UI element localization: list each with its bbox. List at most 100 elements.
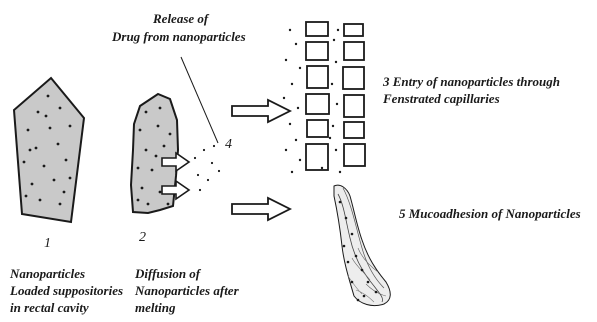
nanoparticle-dot xyxy=(69,125,72,128)
nanoparticle-dot xyxy=(345,217,348,220)
nanoparticle-dot xyxy=(163,145,166,148)
nanoparticle-dot xyxy=(291,83,293,85)
nanoparticle-dot xyxy=(297,107,299,109)
nanoparticle-dot xyxy=(167,203,170,206)
release-label-line2: Drug from nanoparticles xyxy=(112,29,246,45)
nanoparticle-dot xyxy=(299,159,301,161)
nanoparticle-dot xyxy=(332,125,334,127)
nanoparticle-dot xyxy=(27,129,30,132)
nanoparticle-dot xyxy=(329,137,331,139)
nanoparticle-dot xyxy=(213,145,215,147)
nanoparticle-dot xyxy=(343,245,346,248)
nanoparticle-dot xyxy=(199,189,201,191)
nanoparticle-dot xyxy=(169,133,172,136)
step1-label-line1: Nanoparticles xyxy=(10,266,85,282)
fenestrated-capillary-right xyxy=(343,24,365,166)
nanoparticle-dot xyxy=(357,299,360,302)
nanoparticle-dot xyxy=(283,97,285,99)
fenestrated-capillary-left xyxy=(306,22,329,170)
step5-label: 5 Mucoadhesion of Nanoparticles xyxy=(399,206,581,222)
step1-number: 1 xyxy=(44,236,51,252)
suppository-melting-shape xyxy=(131,94,178,213)
release-pointer-line xyxy=(181,57,218,143)
release-label-line1: Release of xyxy=(153,11,208,27)
arrow-to-capillaries xyxy=(232,100,290,122)
nanoparticle-dot xyxy=(197,174,199,176)
step1-label-line3: in rectal cavity xyxy=(10,300,89,316)
nanoparticle-dot xyxy=(337,29,339,31)
nanoparticle-dot xyxy=(37,111,40,114)
nanoparticle-dot xyxy=(59,203,62,206)
nanoparticle-dot xyxy=(29,149,32,152)
released-nanoparticles xyxy=(194,145,220,191)
nanoparticle-dot xyxy=(291,171,293,173)
nanoparticle-dot xyxy=(333,39,335,41)
suppository-intact xyxy=(14,78,84,222)
step3-label-line2: Fenstrated capillaries xyxy=(383,91,500,107)
nanoparticle-dot xyxy=(23,161,26,164)
nanoparticle-dot xyxy=(335,149,337,151)
nanoparticle-dot xyxy=(141,187,144,190)
nanoparticle-dot xyxy=(43,165,46,168)
nanoparticle-dot xyxy=(351,281,354,284)
nanoparticle-dot xyxy=(63,191,66,194)
nanoparticle-dot xyxy=(336,103,338,105)
nanoparticle-dot xyxy=(31,183,34,186)
nanoparticle-dot xyxy=(363,295,366,298)
nanoparticle-dot xyxy=(367,281,370,284)
nanoparticle-dot xyxy=(339,201,342,204)
nanoparticle-dot xyxy=(321,167,323,169)
nanoparticle-dot xyxy=(39,199,42,202)
nanoparticle-dot xyxy=(45,115,48,118)
mucosa-tissue xyxy=(334,185,390,305)
nanoparticle-dot xyxy=(347,261,350,264)
nanoparticle-dot xyxy=(295,43,297,45)
nanoparticle-dot xyxy=(351,233,354,236)
nanoparticle-dot xyxy=(203,149,205,151)
arrow-to-mucosa xyxy=(232,198,290,220)
nanoparticle-dot xyxy=(299,67,301,69)
nanoparticle-dot xyxy=(139,129,142,132)
step2-label-line3: melting xyxy=(135,300,175,316)
nanoparticle-dot xyxy=(151,169,154,172)
suppository-melting xyxy=(131,94,189,213)
nanoparticle-dot xyxy=(285,59,287,61)
nanoparticle-dot xyxy=(69,177,72,180)
nanoparticle-dot xyxy=(289,29,291,31)
nanoparticle-dot xyxy=(157,125,160,128)
nanoparticle-dot xyxy=(155,155,158,158)
nanoparticle-dot xyxy=(207,179,209,181)
nanoparticle-dot xyxy=(137,167,140,170)
nanoparticle-dot xyxy=(145,111,148,114)
step2-label-line1: Diffusion of xyxy=(135,266,200,282)
nanoparticle-dot xyxy=(335,61,337,63)
nanoparticle-dot xyxy=(361,269,364,272)
nanoparticle-dot xyxy=(331,83,333,85)
step1-label-line2: Loaded suppositories xyxy=(10,283,123,299)
nanoparticle-dot xyxy=(137,199,140,202)
nanoparticle-dot xyxy=(159,191,162,194)
step2-label-line2: Nanoparticles after xyxy=(135,283,239,299)
step3-label-line1: 3 Entry of nanoparticles through xyxy=(383,74,560,90)
nanoparticle-dot xyxy=(285,149,287,151)
nanoparticle-dot xyxy=(295,139,297,141)
nanoparticle-dot xyxy=(211,162,213,164)
nanoparticle-dot xyxy=(57,143,60,146)
nanoparticle-dot xyxy=(65,159,68,162)
nanoparticle-dot xyxy=(194,157,196,159)
nanoparticle-dot xyxy=(147,203,150,206)
step2-number: 2 xyxy=(139,230,146,246)
nanoparticle-dot xyxy=(49,127,52,130)
nanoparticle-dot xyxy=(35,147,38,150)
nanoparticle-dot xyxy=(355,255,358,258)
nanoparticle-dot xyxy=(159,107,162,110)
nanoparticle-dot xyxy=(145,149,148,152)
nanoparticle-dot xyxy=(375,291,378,294)
nanoparticle-dot xyxy=(59,107,62,110)
step4-number: 4 xyxy=(225,137,232,153)
nanoparticle-dot xyxy=(289,123,291,125)
nanoparticle-dot xyxy=(53,179,56,182)
nanoparticle-dot xyxy=(47,95,50,98)
